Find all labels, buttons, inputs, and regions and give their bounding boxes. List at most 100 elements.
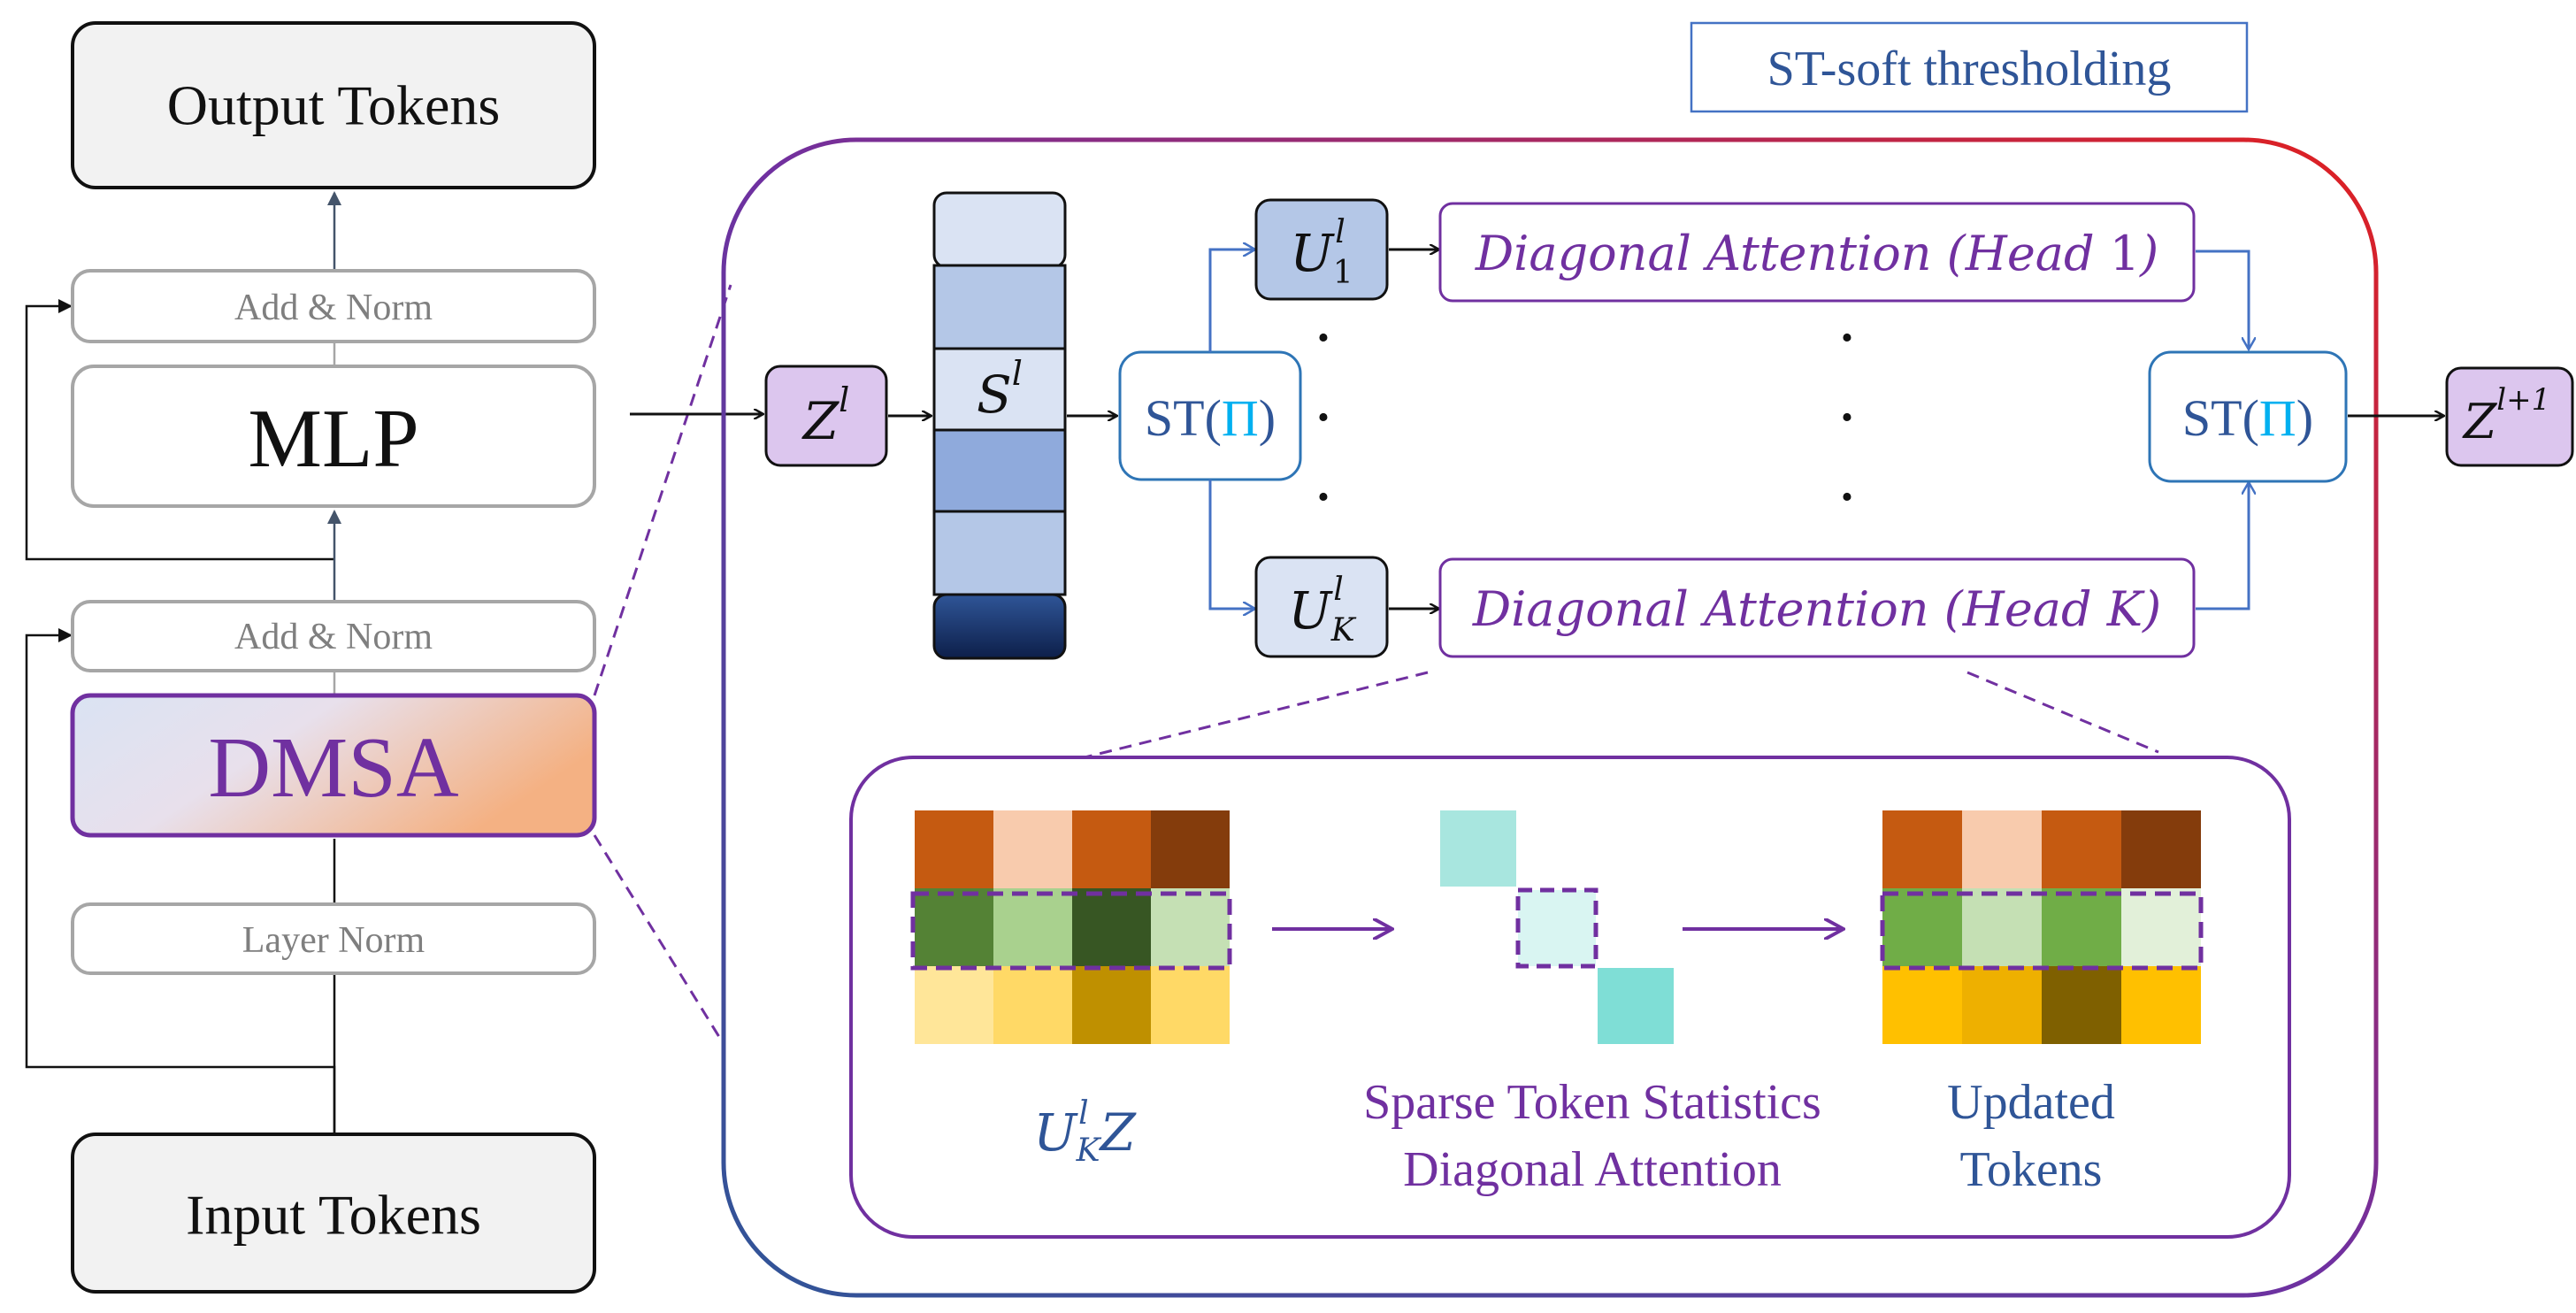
ukz-cell-3-2 [993,966,1072,1044]
st-right-pi: Π [2259,389,2296,447]
updated-cell-3-4 [2121,966,2201,1044]
head-k-label: Diagonal Attention (Head K) [1472,581,2161,637]
z-input-node: Zl [764,365,888,467]
head-k-index: K [2106,581,2145,637]
ukz-sub: K [1076,1133,1102,1169]
uk-base: U [1288,580,1333,641]
arrow-st-to-u1 [1208,250,1254,352]
arrow-st-to-uk [1208,480,1254,609]
dot-right-3: · [1839,470,1856,525]
updated-caption-line2: Tokens [1960,1142,2103,1197]
ukz-cell-3-4 [1151,966,1230,1044]
layer-norm-box [71,902,596,975]
updated-cell-1-1 [1882,810,1962,888]
updated-cell-1-4 [2121,810,2201,888]
updated-cell-3-2 [1962,966,2042,1044]
s-cell-1 [932,191,1067,269]
ukz-cell-3-1 [915,966,993,1044]
st-right-label: ST(Π) [2182,389,2313,447]
z-output-box [2445,366,2574,467]
dmsa-box [70,693,597,838]
mlp-box [71,365,596,508]
sparse-caption-line2: Diagonal Attention [1403,1142,1782,1197]
u1-label: Ul 1 [1290,214,1353,291]
z-output-node: Zl+1 [2445,366,2574,467]
uk-sub: K [1330,612,1357,649]
updated-caption-line1: Updated [1947,1075,2115,1130]
st-left-node: ST(Π) [1118,350,1302,481]
dot-right-1: · [1839,311,1856,365]
z-output-sup: l+1 [2496,382,2550,418]
encoder-block: Output Tokens Add & Norm MLP Add & Norm … [25,21,597,1294]
diagonal-attention-matrix [1440,810,1674,1044]
head-1-node: Diagonal Attention (Head 1) [1438,202,2196,303]
st-right-prefix: ST( [2182,389,2259,447]
diag-cell-3 [1598,968,1674,1044]
zoom-inset-right [1966,671,2159,754]
updated-highlight-row [1880,891,2204,971]
ukz-cell-3-3 [1072,966,1151,1044]
ukz-cell-2-1 [915,888,993,966]
ukz-cell-1-4 [1151,810,1230,888]
arrow-head1-to-st [2196,250,2249,349]
input-tokens-label: Input Tokens [186,1184,481,1247]
updated-cell-1-2 [1962,810,2042,888]
u1-sup: l [1335,214,1346,250]
legend-box [1690,21,2249,113]
dot-right-2: · [1839,390,1856,445]
dmsa-label: DMSA [208,720,458,816]
ukz-tail: Z [1099,1102,1138,1163]
updated-cell-1-3 [2042,810,2121,888]
uk-sup: l [1333,572,1344,608]
updated-cell-2-1 [1882,888,1962,966]
arrow-headk-to-st [2196,483,2249,610]
diag-cell-1 [1440,810,1516,887]
ukz-base: U [1033,1102,1078,1163]
ellipsis-dots: · · · · · · [1315,311,1856,525]
st-left-suffix: ) [1259,389,1276,447]
sparse-caption-line1: Sparse Token Statistics [1363,1075,1821,1130]
layer-norm-label: Layer Norm [242,920,426,961]
ukz-cell-2-4 [1151,888,1230,966]
ukz-token-grid [915,810,1230,1044]
legend-label: ST-soft thresholding [1767,42,2172,96]
head-1-suffix: ) [2139,226,2158,281]
s-cell-2 [932,264,1067,352]
add-norm-top-label: Add & Norm [234,288,433,328]
s-cell-6 [932,593,1067,660]
updated-cell-2-4 [2121,888,2201,966]
ukz-cell-2-3 [1072,888,1151,966]
s-base: S [977,365,1012,425]
st-right-box [2148,350,2348,483]
ukz-cell-1-2 [993,810,1072,888]
add-norm-bottom-box [71,600,596,672]
head-k-node: Diagonal Attention (Head K) [1438,557,2196,658]
updated-cell-3-1 [1882,966,1962,1044]
ukz-highlight-row [910,891,1232,971]
mlp-label: MLP [248,393,418,485]
s-cell-4 [932,428,1067,513]
z-output-label: Zl+1 [2462,382,2551,449]
s-cell-5 [932,510,1067,596]
updated-cell-3-3 [2042,966,2121,1044]
z-output-base: Z [2462,394,2498,449]
head-1-label: Diagonal Attention (Head 1) [1475,226,2158,281]
z-input-label: Zl [801,380,849,451]
head-1-index: 1 [2110,226,2140,281]
head-1-prefix: Diagonal Attention (Head [1475,226,2110,281]
head-k-suffix: ) [2142,581,2161,637]
updated-cell-2-2 [1962,888,2042,966]
dot-left-2: · [1315,390,1332,445]
s-sup: l [1012,354,1023,393]
residual-connection-top [25,299,334,561]
z-input-sup: l [839,380,849,419]
zoom-line-top [593,284,732,696]
head-k-prefix: Diagonal Attention (Head [1472,581,2107,637]
s-label: Sl [977,354,1023,425]
s-cell-3 [932,347,1067,432]
u1-base: U [1290,223,1335,283]
u1-sub: 1 [1333,255,1353,291]
